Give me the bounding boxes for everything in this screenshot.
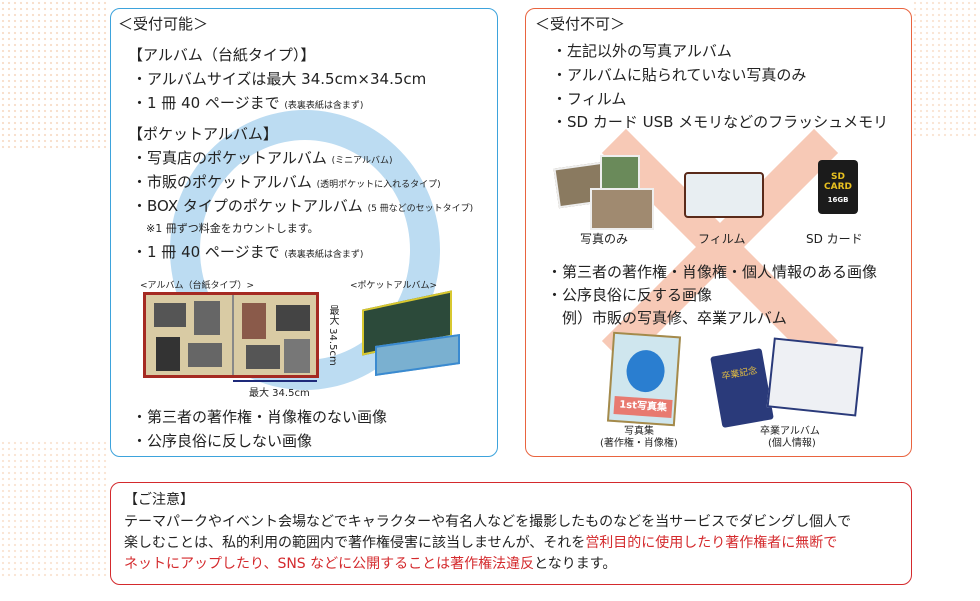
accepted-panel [110, 8, 498, 457]
caution-warning-text: 営利目的に使用したり著作権者に無断で [585, 535, 838, 551]
accept-bottom-item: ・第三者の著作権・肖像権のない画像 [132, 408, 388, 426]
reject-item: ・フィルム [552, 90, 627, 108]
caution-panel [110, 482, 912, 585]
reject-item: ・第三者の著作権・肖像権・個人情報のある画像 [547, 263, 878, 281]
pocket-item-text: ・BOX タイプのポケットアルバム [132, 197, 363, 215]
caution-text: となります。 [534, 556, 617, 572]
page-limit: ・1 冊 40 ページまで (表裏表紙は含まず) [132, 243, 363, 261]
pocket-item-note: (ミニアルバム) [331, 156, 393, 166]
decor-dots [912, 0, 980, 140]
album-image [143, 292, 319, 378]
caution-warning-text: ネットにアップしたり、SNS などに公開することは著作権法違反 [124, 556, 535, 572]
decor-dots [0, 440, 110, 580]
accept-title: ＜受付可能＞ [118, 15, 209, 33]
reject-item: ・左記以外の写真アルバム [552, 42, 732, 60]
photo-only-image [600, 155, 640, 191]
pocket-item-note: (5 冊などのセットタイプ) [367, 204, 474, 214]
graduation-cover-text: 卒業記念 [720, 366, 759, 383]
graduation-sublabel: (個人情報) [768, 438, 816, 449]
graduation-label: 卒業アルバム [760, 426, 820, 437]
album-item-text: ・1 冊 40 ページまで [132, 94, 280, 112]
caution-line: 楽しむことは、私的利用の範囲内で著作権侵害に該当しませんが、それを営利目的に使用… [124, 535, 837, 552]
icon-label: 写真のみ [580, 232, 629, 246]
dimension-arrow [233, 380, 317, 382]
pocket-item-note: (透明ポケットに入れるタイプ) [316, 180, 441, 190]
pocket-item: ・BOX タイプのポケットアルバム (5 冊などのセットタイプ) [132, 197, 473, 215]
photo-only-image [590, 188, 654, 230]
photobook-cover-text: 1st写真集 [613, 396, 673, 419]
album-item: ・アルバムサイズは最大 34.5cm×34.5cm [132, 70, 427, 88]
album-note: (表裏表紙は含まず) [284, 101, 364, 111]
caution-line: テーマパークやイベント会場などでキャラクターや有名人などを撮影したものなどを当サ… [124, 514, 852, 530]
caution-text: 楽しむことは、私的利用の範囲内で著作権侵害に該当しませんが、それを [124, 535, 586, 551]
album-item: ・1 冊 40 ページまで (表裏表紙は含まず) [132, 94, 363, 112]
film-image [684, 172, 764, 218]
sd-card-icon: SD CARD 16GB [818, 160, 858, 214]
reject-item: ・アルバムに貼られていない写真のみ [552, 66, 807, 84]
pocket-item-text: ・写真店のポケットアルバム [132, 149, 327, 167]
album-width-dimension: 最大 34.5cm [249, 388, 310, 399]
rejected-panel [525, 8, 912, 457]
album-heading: 【アルバム（台紙タイプ）】 [128, 46, 316, 64]
album-height-dimension: 最大 34.5cm [327, 305, 338, 366]
reject-item: ・公序良俗に反する画像 [547, 286, 713, 304]
count-note: ※1 冊ずつ料金をカウントします。 [146, 222, 319, 235]
icon-label: SD カード [806, 232, 863, 246]
pocket-item-text: ・市販のポケットアルバム [132, 173, 312, 191]
album-image-label: <アルバム（台紙タイプ）> [140, 281, 254, 291]
graduation-album-open [766, 337, 864, 417]
photobook-image: 1st写真集 [606, 331, 682, 427]
reject-item: ・SD カード USB メモリなどのフラッシュメモリ [552, 113, 889, 131]
pocket-item: ・市販のポケットアルバム (透明ポケットに入れるタイプ) [132, 173, 441, 191]
page-limit-text: ・1 冊 40 ページまで [132, 243, 280, 261]
page-limit-note: (表裏表紙は含まず) [284, 250, 364, 260]
photobook-sublabel: (著作権・肖像権) [600, 438, 678, 449]
sd-card-text: SD CARD [824, 172, 852, 192]
caution-title: 【ご注意】 [124, 492, 194, 508]
pocket-image-label: <ポケットアルバム> [350, 281, 437, 291]
pocket-heading: 【ポケットアルバム】 [128, 125, 278, 143]
reject-item: 例）市販の写真修、卒業アルバム [547, 309, 787, 327]
decor-dots [0, 0, 110, 150]
photobook-label: 写真集 [624, 426, 654, 437]
reject-title: ＜受付不可＞ [535, 15, 626, 33]
sd-card-size: 16GB [827, 196, 849, 204]
caution-line: ネットにアップしたり、SNS などに公開することは著作権法違反となります。 [124, 556, 616, 573]
pocket-item: ・写真店のポケットアルバム (ミニアルバム) [132, 149, 393, 167]
accept-bottom-item: ・公序良俗に反しない画像 [132, 432, 313, 450]
icon-label: フィルム [698, 232, 746, 246]
